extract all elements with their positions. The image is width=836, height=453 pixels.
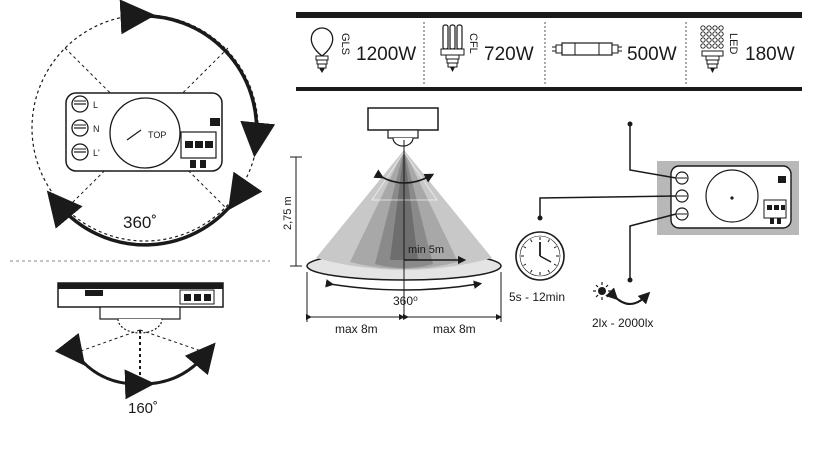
table-top-bar — [296, 12, 802, 18]
top-angle-label: 360˚ — [123, 213, 157, 232]
moon-icon — [652, 280, 662, 300]
svg-text:L': L' — [93, 148, 100, 158]
svg-text:N: N — [93, 124, 100, 134]
top-view: L N L' TOP 360˚ — [31, 0, 276, 247]
swing-arc-right — [139, 342, 216, 386]
wiring-sensor-lens — [705, 169, 759, 223]
right-range-label: max 8m — [433, 322, 476, 336]
lux-adjust-arrow — [605, 287, 651, 305]
side-angle-label: 160˚ — [128, 400, 158, 417]
height-label: 2,75 m — [282, 196, 294, 230]
lux-range-label: 2lx - 2000lx — [592, 316, 653, 330]
wire-top — [629, 124, 677, 179]
time-range-label: 5s - 12min — [509, 290, 565, 304]
inner-range-label: min 5m — [408, 244, 444, 256]
wire-lux — [629, 213, 677, 280]
ceiling-sensor — [367, 107, 439, 131]
led-icon — [700, 25, 724, 73]
svg-text:L: L — [93, 100, 98, 110]
rotation-arc-bottom — [46, 171, 263, 247]
sun-icon — [593, 282, 611, 300]
clock-icon — [515, 231, 565, 281]
top-arrow — [126, 129, 142, 141]
terminal-screws: L N L' — [71, 95, 100, 161]
lamp-power-label: 180W — [745, 44, 795, 65]
bulb-icon — [310, 27, 334, 73]
lamp-power-label: 500W — [627, 44, 677, 65]
swing-arc-left — [54, 332, 155, 400]
fluorescent-tube-icon — [552, 42, 622, 56]
sensor-lens — [109, 97, 181, 169]
wiring-terminals — [675, 171, 689, 221]
side-view: 160˚ — [54, 282, 224, 417]
lamp-power-label: 720W — [484, 44, 534, 65]
top-label: TOP — [148, 130, 166, 140]
cfl-icon — [440, 24, 465, 72]
wire-clock — [539, 195, 677, 218]
table-bottom-bar — [296, 87, 802, 91]
floor-angle-label: 360⁰ — [393, 294, 418, 308]
sensor-side-top — [58, 283, 223, 289]
left-range-label: max 8m — [335, 322, 378, 336]
coverage-diagram: min 5m 2,75 m 360⁰ max 8m max 8m — [282, 107, 502, 336]
lamp-type-label: GLS — [339, 33, 351, 55]
rotation-arc-top — [119, 0, 276, 158]
lamp-power-label: 1200W — [356, 44, 416, 65]
lamp-type-label: CFL — [467, 33, 479, 54]
lamp-type-label: LED — [727, 33, 739, 54]
lamp-table: GLS 1200W CFL 720W 500W — [296, 12, 802, 91]
floor-rotation-arrow — [325, 279, 483, 291]
wiring-diagram — [537, 121, 799, 283]
